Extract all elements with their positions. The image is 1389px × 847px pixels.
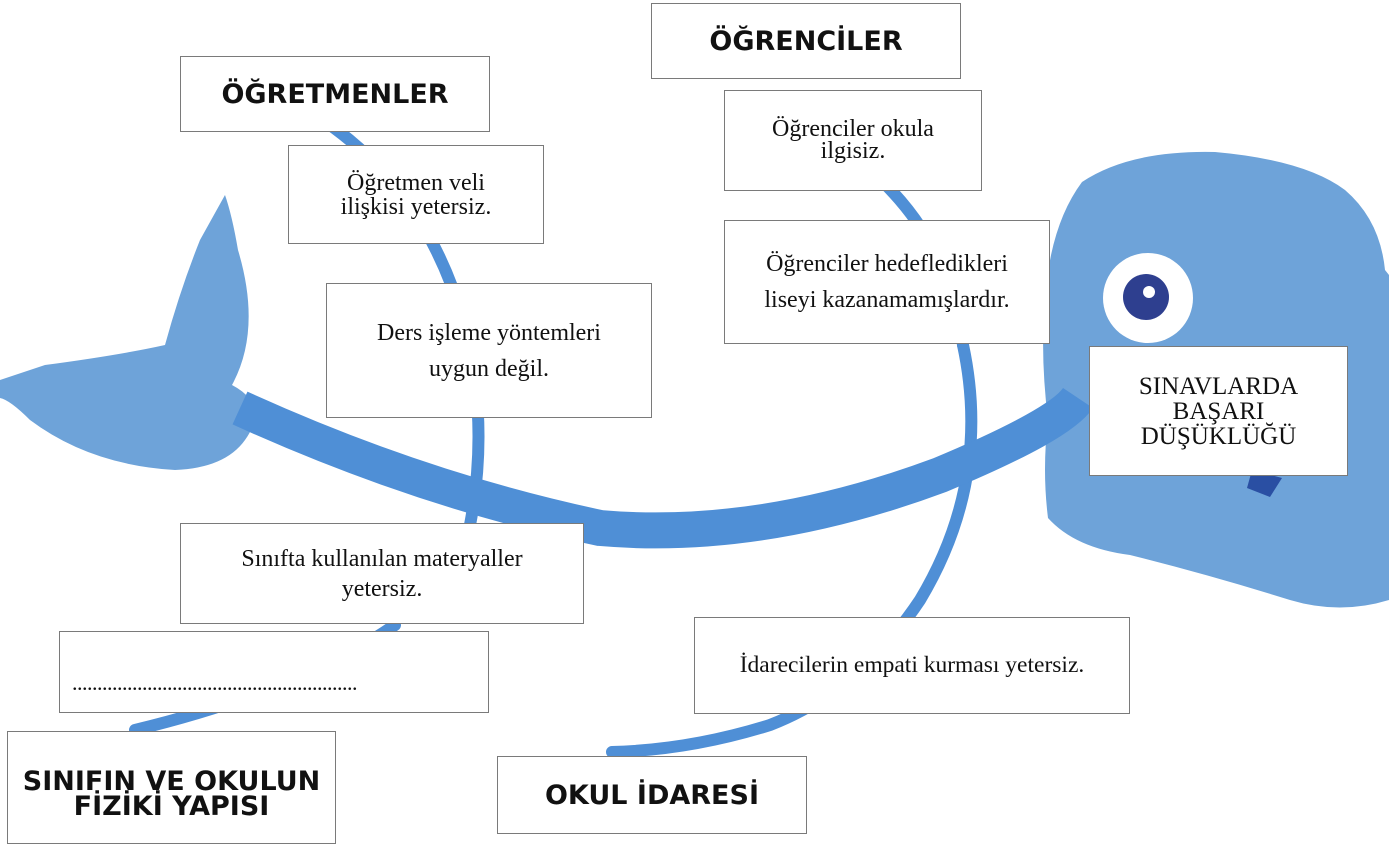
cause-high-school-goal: Öğrenciler hedefledikleri liseyi kazanam… bbox=[724, 220, 1050, 344]
fish-tail bbox=[0, 195, 255, 470]
category-administration: OKUL İDARESİ bbox=[497, 756, 807, 834]
fish-mouth bbox=[1247, 470, 1282, 497]
effect-box: SINAVLARDA BAŞARI DÜŞÜKLÜĞÜ bbox=[1089, 346, 1348, 476]
cause-empathy: İdarecilerin empati kurması yetersiz. bbox=[694, 617, 1130, 714]
cause-blank: ........................................… bbox=[59, 631, 489, 713]
eye-highlight-icon bbox=[1143, 286, 1155, 298]
category-students: ÖĞRENCİLER bbox=[651, 3, 961, 79]
category-teachers: ÖĞRETMENLER bbox=[180, 56, 490, 132]
cause-teaching-methods: Ders işleme yöntemleri uygun değil. bbox=[326, 283, 652, 418]
cause-students-disinterested: Öğrenciler okula ilgisiz. bbox=[724, 90, 982, 191]
fish-spine bbox=[232, 386, 1093, 549]
cause-teacher-parent: Öğretmen veli ilişkisi yetersiz. bbox=[288, 145, 544, 244]
cause-materials: Sınıfta kullanılan materyaller yetersiz. bbox=[180, 523, 584, 624]
category-physical: SINIFIN VE OKULUN FİZİKİ YAPISI bbox=[7, 731, 336, 844]
